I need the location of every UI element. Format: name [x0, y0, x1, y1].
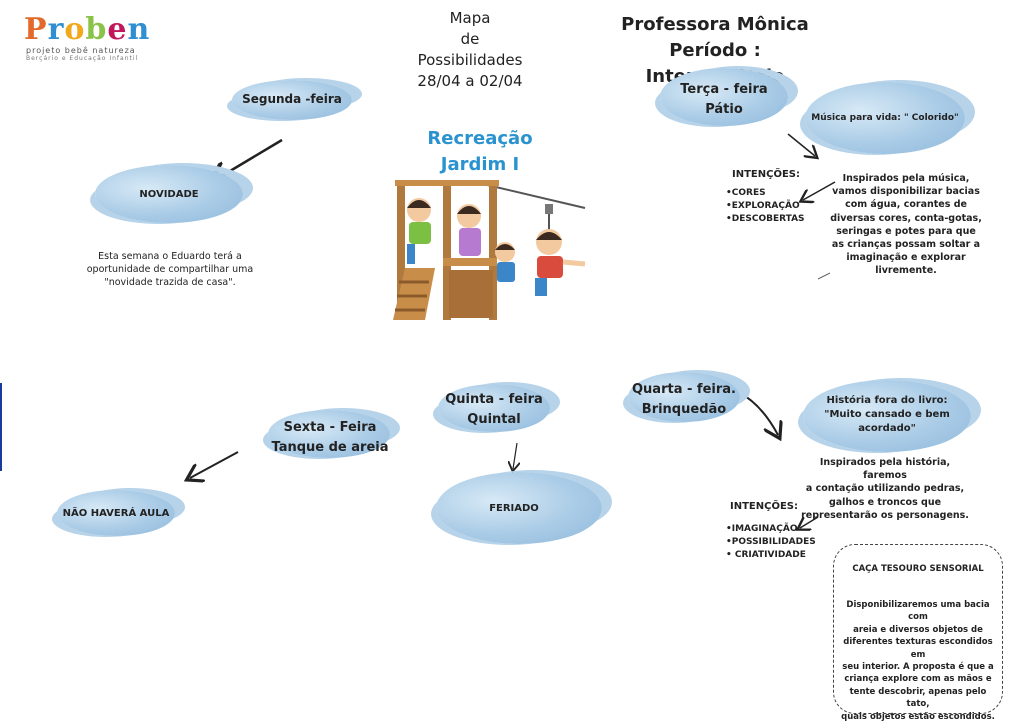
cloud-tuesday-day: [660, 68, 788, 126]
wednesday-intention-item: •POSSIBILIDADES: [726, 537, 816, 547]
friday-day-block: Sexta - Feira Tanque de areia: [258, 418, 402, 458]
wednesday-desc-line: Inspirados pela história, faremos: [819, 457, 951, 482]
tuesday-desc-line: livremente.: [875, 265, 937, 277]
cloud-friday-day: [268, 410, 390, 458]
arrow-tuesday-small: [817, 272, 831, 280]
friday-place-label: Tanque de areia: [271, 440, 389, 455]
wednesday-desc-line: a contação utilizando pedras,: [805, 483, 965, 495]
arrow-thursday: [513, 442, 517, 469]
page-header: Mapa de Possibilidades 28/04 a 02/04: [400, 8, 540, 92]
logo-subtagline: Berçário e Educação Infantil: [26, 55, 139, 62]
thursday-day-block: Quinta - feira Quintal: [430, 390, 558, 430]
logo-letter: n: [127, 12, 151, 47]
proben-logo: Proben: [24, 12, 150, 47]
treasure-text-line: quais objetos estão escondidos.: [841, 711, 995, 722]
monday-text-line: "novidade trazida de casa".: [104, 277, 236, 288]
wednesday-desc-line: representarão os personagens.: [801, 509, 969, 521]
cloud-monday-day: [232, 80, 352, 120]
treasure-text-line: tente descobrir, apenas pelo tato,: [849, 686, 987, 710]
monday-description: Esta semana o Eduardo terá a oportunidad…: [70, 250, 270, 289]
tuesday-desc-line: as crianças possam soltar a: [831, 239, 981, 251]
teacher-name: Professora Mônica: [621, 14, 809, 35]
wednesday-intentions: INTENÇÕES: •IMAGINAÇÃO •POSSIBILIDADES •…: [726, 500, 816, 562]
logo-tagline: projeto bebê natureza: [26, 46, 136, 55]
center-title-line2: Jardim I: [440, 154, 520, 175]
wednesday-desc-line: galhos e troncos que: [828, 496, 942, 508]
playground-illustration: [393, 180, 586, 320]
treasure-title: CAÇA TESOURO SENSORIAL: [852, 564, 984, 574]
tuesday-description: Inspirados pela música, vamos disponibil…: [826, 172, 986, 278]
friday-day-label: Sexta - Feira: [283, 420, 377, 435]
monday-text-line: Esta semana o Eduardo terá a: [98, 251, 242, 262]
tuesday-day-block: Terça - feira Pátio: [660, 80, 788, 120]
cloud-friday-noclass: [57, 490, 175, 536]
thursday-day-label: Quinta - feira: [445, 392, 543, 407]
tuesday-intentions-title: INTENÇÕES:: [732, 169, 800, 180]
header-line3: Possibilidades: [417, 51, 523, 69]
treasure-text: Disponibilizaremos uma bacia com areia e…: [838, 599, 998, 723]
cloud-tuesday-activity: [805, 82, 965, 154]
tuesday-desc-line: com água, corantes de: [845, 199, 967, 211]
arrow-wednesday: [739, 392, 778, 435]
treasure-text-line: diferentes texturas escondidos em: [843, 637, 993, 660]
wednesday-activity-line: História fora do livro:: [826, 395, 948, 406]
wednesday-day-block: Quarta - feira. Brinquedão: [622, 380, 746, 420]
treasure-text-line: areia e diversos objetos de: [853, 624, 983, 635]
tuesday-activity-label: Música para vida: " Colorido": [811, 113, 959, 123]
treasure-text-line: Disponibilizaremos uma bacia com: [846, 600, 990, 623]
tuesday-day-label: Terça - feira: [680, 82, 768, 97]
header-dates: 28/04 a 02/04: [417, 72, 523, 90]
header-line2: de: [460, 30, 480, 48]
cloud-thursday-day: [438, 384, 550, 432]
wednesday-intentions-title: INTENÇÕES:: [730, 501, 798, 512]
arrow-tuesday-activity: [787, 133, 815, 156]
tuesday-desc-line: diversas cores, conta-gotas,: [830, 212, 982, 224]
logo-letter: e: [107, 12, 128, 47]
wednesday-description: Inspirados pela história, faremos a cont…: [800, 456, 970, 522]
cloud-thursday-feriado: [436, 472, 602, 544]
tuesday-desc-line: Inspirados pela música,: [842, 173, 970, 184]
center-title: Recreação Jardim I: [420, 126, 540, 178]
wednesday-activity-line: "Muito cansado e bem: [824, 409, 950, 420]
arrow-wednesday-intentions: [800, 516, 819, 528]
logo-letter: b: [85, 12, 108, 47]
monday-text-line: oportunidade de compartilhar uma: [86, 264, 254, 275]
logo-letter: r: [47, 12, 65, 47]
thursday-place-label: Quintal: [467, 412, 521, 427]
cloud-wednesday-activity: [803, 380, 971, 452]
logo-letter: P: [24, 12, 48, 47]
center-title-line1: Recreação: [427, 128, 533, 149]
arrow-monday: [215, 138, 283, 180]
wednesday-intention-item: •IMAGINAÇÃO: [726, 524, 798, 534]
cloud-wednesday-day: [628, 372, 740, 422]
treasure-text-line: seu interior. A proposta é que a: [842, 662, 994, 673]
wednesday-intention-item: • CRIATIVIDADE: [726, 550, 806, 560]
arrow-friday: [190, 451, 239, 478]
tuesday-intentions: INTENÇÕES: •CORES •EXPLORAÇÃO •DESCOBERT…: [726, 168, 805, 226]
wednesday-activity-line: acordado": [858, 423, 916, 434]
monday-day-label: Segunda -feira: [242, 92, 342, 106]
friday-cloud-label: NÃO HAVERÁ AULA: [62, 508, 170, 519]
cloud-monday-novidade: [95, 165, 243, 223]
wednesday-activity-block: História fora do livro: "Muito cansado e…: [803, 394, 971, 436]
monday-cloud-label: NOVIDADE: [139, 189, 199, 200]
treasure-text-line: criança explore com as mãos e: [844, 674, 992, 685]
tuesday-intention-item: •DESCOBERTAS: [726, 214, 805, 224]
tuesday-place-label: Pátio: [705, 102, 743, 117]
tuesday-desc-line: imaginação e explorar: [846, 252, 966, 264]
tuesday-intention-item: •CORES: [726, 188, 766, 198]
left-edge-mark: [0, 383, 2, 471]
wednesday-day-label: Quarta - feira.: [632, 382, 736, 397]
thursday-cloud-label: FERIADO: [489, 503, 539, 514]
tuesday-intention-item: •EXPLORAÇÃO: [726, 201, 800, 211]
tuesday-desc-line: vamos disponibilizar bacias: [832, 186, 980, 198]
tuesday-desc-line: seringas e potes para que: [836, 225, 976, 237]
header-line1: Mapa: [449, 9, 491, 27]
wednesday-place-label: Brinquedão: [641, 402, 727, 417]
treasure-hunt-box: CAÇA TESOURO SENSORIAL Disponibilizaremo…: [833, 544, 1003, 722]
arrow-tuesday-intentions: [803, 181, 836, 200]
logo-letter: o: [64, 12, 86, 47]
